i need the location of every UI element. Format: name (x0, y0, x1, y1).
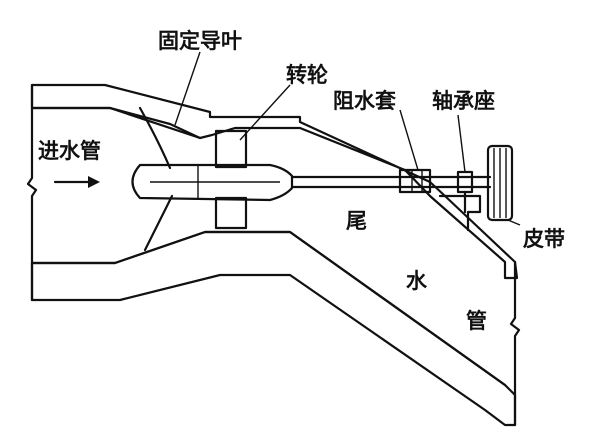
bearing (456, 170, 474, 194)
label-draft-tube-1: 尾 (346, 209, 367, 233)
label-runner: 转轮 (286, 63, 328, 87)
guide-vane-lower (143, 194, 174, 252)
right-break-mark (509, 260, 521, 427)
turbine-bulb (131, 163, 294, 202)
label-fixed-guide-vane: 固定导叶 (158, 29, 242, 53)
label-belt: 皮带 (523, 227, 565, 251)
left-break-mark (26, 83, 38, 302)
upper-inner-boundary (30, 106, 202, 140)
runner-blade-lower (214, 196, 248, 230)
belt-pulley (486, 144, 514, 222)
guide-vane-upper (138, 106, 172, 170)
upper-concrete-wall (30, 83, 519, 280)
label-water-seal: 阻水套 (333, 89, 396, 113)
leader-guide-vane (174, 51, 201, 126)
water-seal-sleeve (398, 168, 432, 194)
flow-arrow-head (88, 176, 100, 188)
leader-belt (507, 219, 521, 226)
label-inlet-pipe: 进水管 (38, 139, 101, 163)
label-draft-tube-2: 水 (406, 269, 428, 293)
lower-concrete-wall (30, 230, 517, 427)
runner-blade-upper (214, 129, 248, 169)
bearing-bracket (438, 194, 482, 232)
leader-water-seal (399, 109, 419, 171)
label-bearing-seat: 轴承座 (432, 89, 495, 113)
label-draft-tube-3: 管 (466, 309, 487, 333)
lower-inner-boundary (30, 230, 507, 387)
leader-bearing (457, 114, 466, 173)
leader-runner (239, 84, 291, 141)
